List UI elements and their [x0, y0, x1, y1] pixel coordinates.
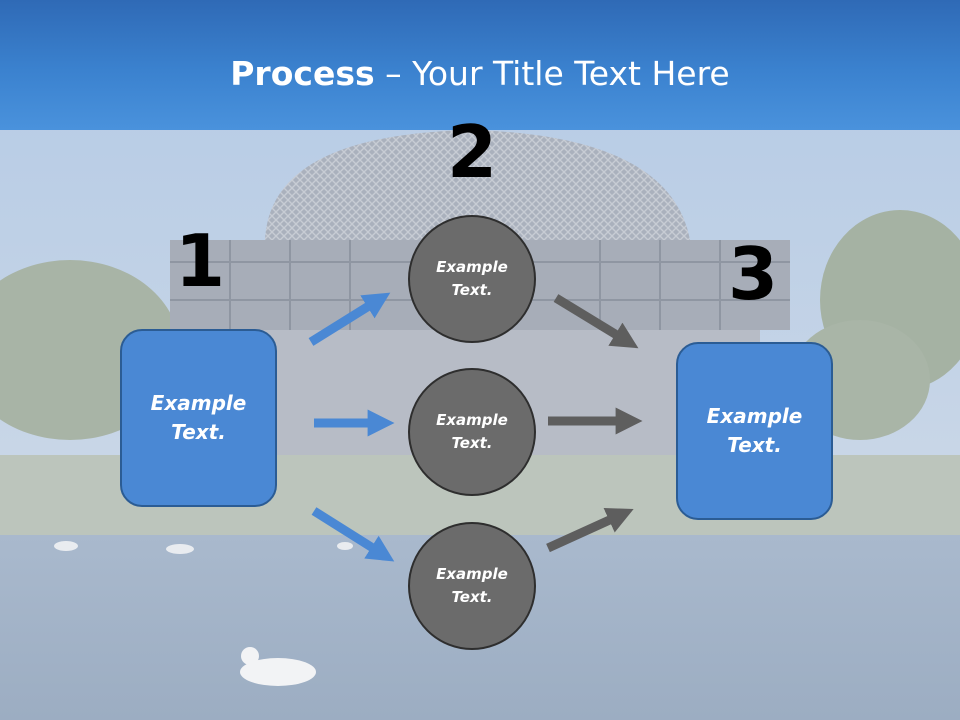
circle-bottom-line1: Example: [436, 565, 508, 583]
title-band: [0, 0, 960, 130]
circle-top-line1: Example: [436, 258, 508, 276]
left-box-line2: Text.: [171, 420, 226, 444]
dome: [265, 130, 690, 240]
duck: [240, 658, 316, 686]
arrow-blue-down: [311, 507, 395, 562]
right-box-line1: Example: [706, 404, 803, 428]
left-box-line1: Example: [150, 391, 247, 415]
arrow-blue-up: [308, 292, 391, 346]
step-number-1: 1: [174, 219, 226, 303]
step-number-3: 3: [727, 232, 779, 316]
circle-top-line2: Text.: [451, 281, 493, 299]
arrow-gray-down: [553, 294, 639, 349]
circle-middle-line2: Text.: [451, 434, 493, 452]
slide-title: Process – Your Title Text Here: [0, 52, 960, 96]
circle-bottom-line2: Text.: [451, 588, 493, 606]
title-bold: Process: [230, 54, 375, 93]
title-rest: – Your Title Text Here: [374, 54, 730, 93]
circle-middle-line1: Example: [436, 411, 508, 429]
arrow-gray-up: [546, 507, 634, 553]
right-box-line2: Text.: [727, 433, 782, 457]
step-number-2: 2: [446, 110, 498, 194]
